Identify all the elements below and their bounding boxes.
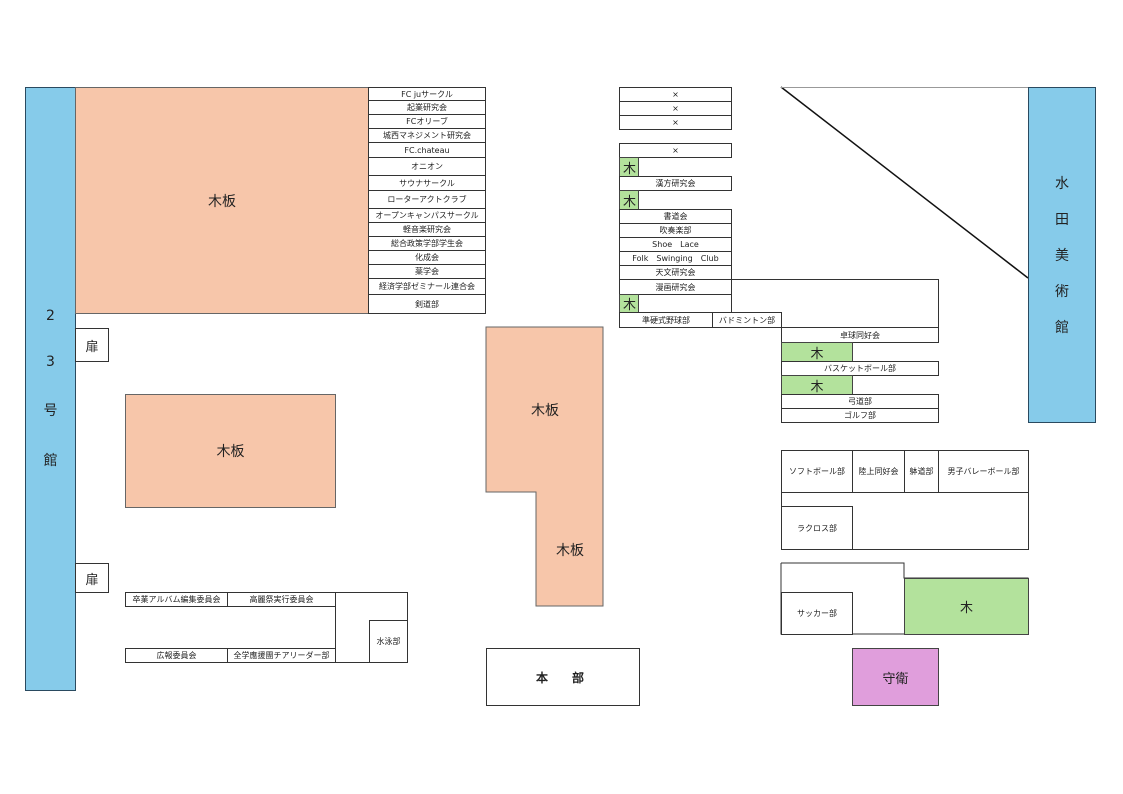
building-23: 2 3 号 館 [25,87,76,691]
club-slot[interactable]: 漢方研究会 [619,176,732,191]
building-23-char: 3 [46,354,55,370]
building-23-char: 号 [43,403,58,419]
club-slot[interactable]: 全学應援團チアリーダー部 [227,648,336,663]
wood-board-label: 木板 [208,193,236,210]
club-slot[interactable]: 天文研究会 [619,265,732,280]
club-slot[interactable]: ラクロス部 [781,506,853,550]
wood-board-area-2: 木板 [125,394,336,508]
museum-char: 田 [1055,212,1069,228]
club-slot[interactable]: 弓道部 [781,394,939,409]
tree: 木 [619,157,639,177]
club-slot[interactable]: 漫画研究会 [619,279,732,295]
club-slot[interactable]: 躰道部 [904,450,939,493]
door: 扉 [75,328,109,362]
club-slot[interactable]: 陸上同好会 [852,450,905,493]
club-slot[interactable]: 剣道部 [368,294,486,314]
building-23-char: 2 [46,308,55,324]
wood-board-label: 木板 [216,444,245,460]
club-slot[interactable]: ソフトボール部 [781,450,853,493]
club-slot[interactable]: サッカー部 [781,592,853,635]
unavailable-slot: × [619,101,732,116]
top-line [781,87,1028,88]
wood-board-label: 木板 [556,543,584,559]
club-slot[interactable]: バドミントン部 [712,312,782,328]
mizuta-museum: 水 田 美 術 館 [1028,87,1096,423]
tree: 木 [904,578,1029,635]
tree: 木 [781,342,853,362]
club-slot[interactable]: Shoe Lace [619,237,732,252]
museum-char: 美 [1055,248,1069,264]
museum-diagonal-line [780,86,1029,279]
building-23-char: 館 [43,453,58,469]
unavailable-slot: × [619,115,732,130]
guard-house: 守衛 [852,648,939,706]
club-slot[interactable]: 男子バレーボール部 [938,450,1029,493]
wood-board-area-1: 木板 [75,87,369,314]
door: 扉 [75,563,109,593]
club-slot[interactable]: 書道会 [619,209,732,224]
club-slot[interactable]: 吹奏楽部 [619,223,732,238]
club-slot[interactable]: 準硬式野球部 [619,312,713,328]
tree: 木 [619,294,639,313]
museum-char: 館 [1055,320,1069,336]
tree: 木 [619,190,639,210]
unavailable-slot: × [619,87,732,102]
club-slot[interactable]: 水泳部 [369,620,408,663]
wood-board-label: 木板 [531,403,559,419]
museum-char: 術 [1055,284,1069,300]
club-slot[interactable]: ゴルフ部 [781,408,939,423]
club-slot[interactable]: Folk Swinging Club [619,251,732,266]
club-slot[interactable]: バスケットボール部 [781,361,939,376]
club-slot[interactable]: 卓球同好会 [781,327,939,343]
main-building: 本 部 [486,648,640,706]
tree: 木 [781,375,853,395]
museum-char: 水 [1055,176,1069,192]
club-slot[interactable]: 高麗祭実行委員会 [227,592,336,607]
unavailable-slot: × [619,143,732,158]
